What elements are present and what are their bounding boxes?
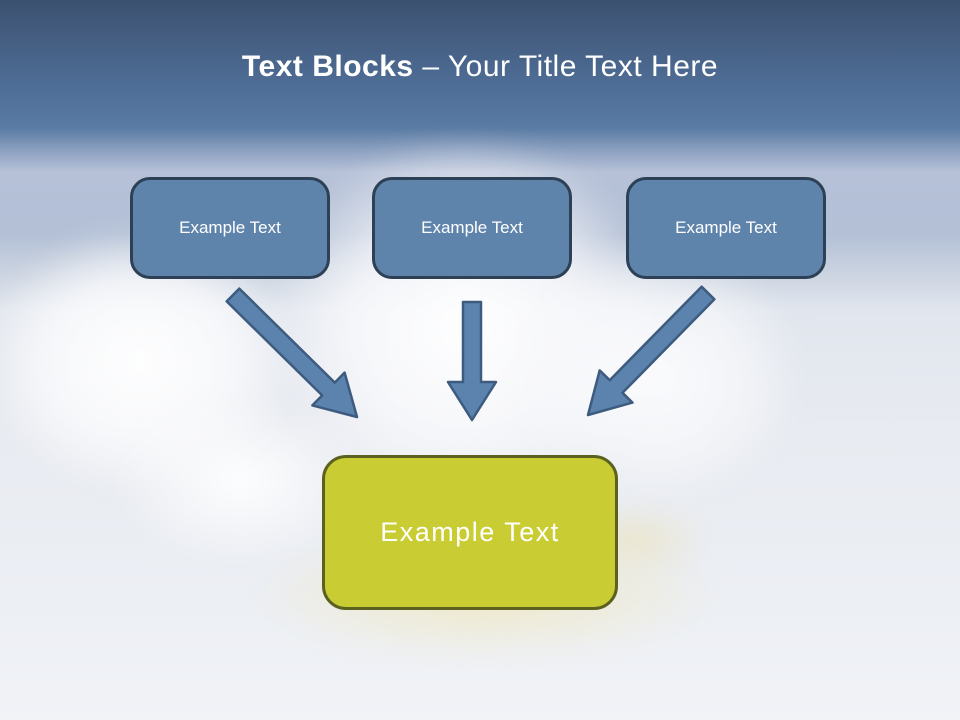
- slide-title-bold: Text Blocks: [241, 50, 414, 83]
- text-block-3-label: Example Text: [675, 218, 777, 237]
- text-block-2: Example Text: [372, 177, 572, 279]
- arrow-down-icon: [446, 300, 498, 422]
- text-block-3: Example Text: [626, 177, 826, 279]
- slide-header: Text Blocks – Your Title Text Here: [0, 0, 960, 128]
- text-block-1: Example Text: [130, 177, 330, 279]
- result-text-block-label: Example Text: [380, 517, 560, 547]
- arrow-down-right-icon: [225, 287, 359, 419]
- slide-title: Text Blocks – Your Title Text Here: [242, 44, 718, 84]
- slide-title-regular: – Your Title Text Here: [413, 50, 719, 83]
- text-block-2-label: Example Text: [421, 218, 523, 237]
- result-text-block: Example Text: [322, 455, 618, 610]
- arrow-down-left-icon: [586, 285, 716, 417]
- text-block-1-label: Example Text: [179, 218, 281, 237]
